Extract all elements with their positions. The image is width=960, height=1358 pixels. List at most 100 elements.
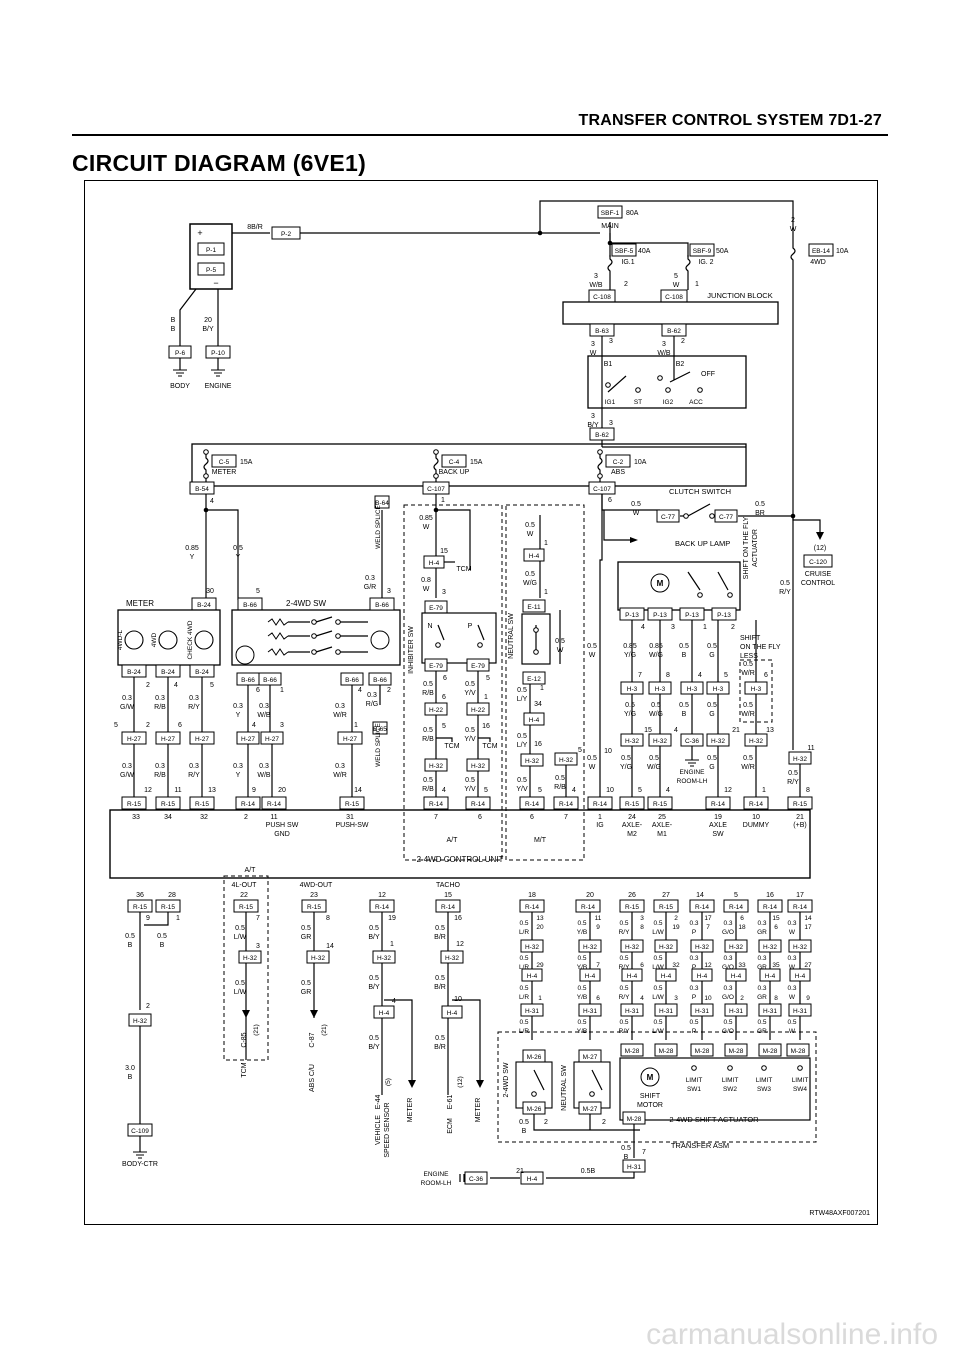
connector-label: R-14 [525, 904, 539, 911]
connector-label: R-14 [559, 801, 573, 808]
connector-box [155, 731, 181, 745]
diagram-label: B [624, 1154, 629, 1161]
diagram-label: W [423, 524, 430, 531]
diagram-label: 0.5 [707, 643, 717, 650]
diagram-label: R/B [554, 784, 566, 791]
diagram-label: 5 [442, 723, 446, 730]
diagram-label: 7 [434, 814, 438, 821]
diagram-label: Y [236, 554, 241, 561]
connector-label: H-3 [751, 686, 762, 693]
connector-label: P-13 [653, 612, 667, 619]
diagram-label: (12) [814, 545, 826, 552]
diagram-label: G/O [722, 1028, 734, 1035]
diagram-label: 6 [530, 814, 534, 821]
diagram-label: 0.3 [233, 763, 243, 770]
connector-box [466, 758, 490, 772]
diagram-label: 28 [168, 892, 176, 899]
motor-symbol [650, 573, 670, 593]
diagram-label: JUNCTION BLOCK [707, 291, 772, 300]
diagram-label: L/W [234, 989, 247, 996]
diagram-label: Y/G [624, 711, 636, 718]
diagram-label: 2 [146, 682, 150, 689]
diagram-label: 14 [326, 943, 334, 950]
connector-label: P-5 [206, 267, 217, 274]
diagram-label: R/Y [619, 1028, 631, 1035]
connector-box [127, 1123, 153, 1137]
diagram-label: 1 [280, 687, 284, 694]
diagram-label: 7 [256, 915, 260, 922]
diagram-label: 0.5 [653, 955, 662, 962]
diagram-label: W/B [257, 712, 271, 719]
diagram-label: 0.5 [423, 681, 433, 688]
connector-label: R-14 [749, 801, 763, 808]
connector-box [464, 1171, 488, 1185]
diagram-label: LIMIT [686, 1077, 703, 1084]
connector-box [757, 899, 783, 913]
diagram-label: Y/B [577, 964, 587, 971]
wire [607, 375, 627, 393]
connector-label: B-24 [195, 669, 209, 676]
diagram-label: 5 [724, 672, 728, 679]
diagram-label: B [682, 652, 687, 659]
diagram-label: 4WD-OUT [300, 882, 333, 889]
connector-label: H-31 [625, 1008, 639, 1015]
connector-box [189, 481, 215, 495]
diagram-label: 0.3 [233, 703, 243, 710]
diagram-label: 0.5 [519, 985, 528, 992]
connector-label: B-62 [667, 328, 681, 335]
indicator-lamp [158, 630, 178, 650]
connector-box [121, 796, 147, 810]
diagram-label: W/G [523, 580, 537, 587]
diagram-label: 0.5 [653, 985, 662, 992]
indicator-lamp [124, 630, 144, 650]
terminal-ring [335, 619, 341, 625]
diagram-label: 0.5 [525, 571, 535, 578]
component-box [189, 223, 233, 290]
connector-label: H-31 [583, 1008, 597, 1015]
connector-box [435, 899, 461, 913]
diagram-label: L/R [519, 994, 529, 1001]
terminal-ring [477, 642, 483, 648]
diagram-label: ON THE FLY [740, 644, 781, 651]
terminal-ring [697, 592, 703, 598]
diagram-label: R/B [154, 772, 166, 779]
connector-label: H-31 [729, 1008, 743, 1015]
connector-box [519, 796, 545, 810]
connector-box [620, 1003, 644, 1017]
diagram-label: W [790, 226, 797, 233]
diagram-label: BR [755, 510, 765, 517]
connector-box [579, 968, 601, 982]
connector-box [260, 731, 284, 745]
wire [669, 371, 691, 383]
motor-label: M [647, 1073, 654, 1082]
diagram-label: N [427, 623, 432, 630]
diagram-label: 0.5B [581, 1168, 596, 1175]
diagram-label: 3 [280, 722, 284, 729]
diagram-label: 2 [244, 814, 248, 821]
diagram-label: 2 [544, 1119, 548, 1126]
wire [717, 571, 729, 591]
connector-box [758, 939, 782, 953]
terminal-ring [435, 642, 441, 648]
diagram-label: 6 [640, 962, 644, 969]
diagram-label: 0.5 [301, 925, 311, 932]
diagram-label: 5 [734, 892, 738, 899]
diagram-label: 20 [586, 892, 594, 899]
connector-label: C-108 [665, 294, 683, 301]
terminal-ring [697, 387, 703, 393]
diagram-label: L/W [652, 929, 664, 936]
diagram-label: 12 [704, 962, 712, 969]
diagram-label: 13 [208, 787, 216, 794]
diagram-label: 0.5 [621, 1145, 631, 1152]
diagram-label: 3 [442, 589, 446, 596]
junction-dot [433, 507, 439, 513]
connector-box [605, 454, 631, 468]
diagram-label: 1 [354, 722, 358, 729]
connector-box [654, 1003, 678, 1017]
connector-label: B-66 [263, 677, 277, 684]
diagram-label: PUSH SW [266, 822, 299, 829]
diagram-label: W [673, 282, 680, 289]
diagram-label: 4 [392, 998, 396, 1005]
diagram-label: C-87 [309, 1032, 316, 1047]
diagram-label: TCM [444, 743, 459, 750]
